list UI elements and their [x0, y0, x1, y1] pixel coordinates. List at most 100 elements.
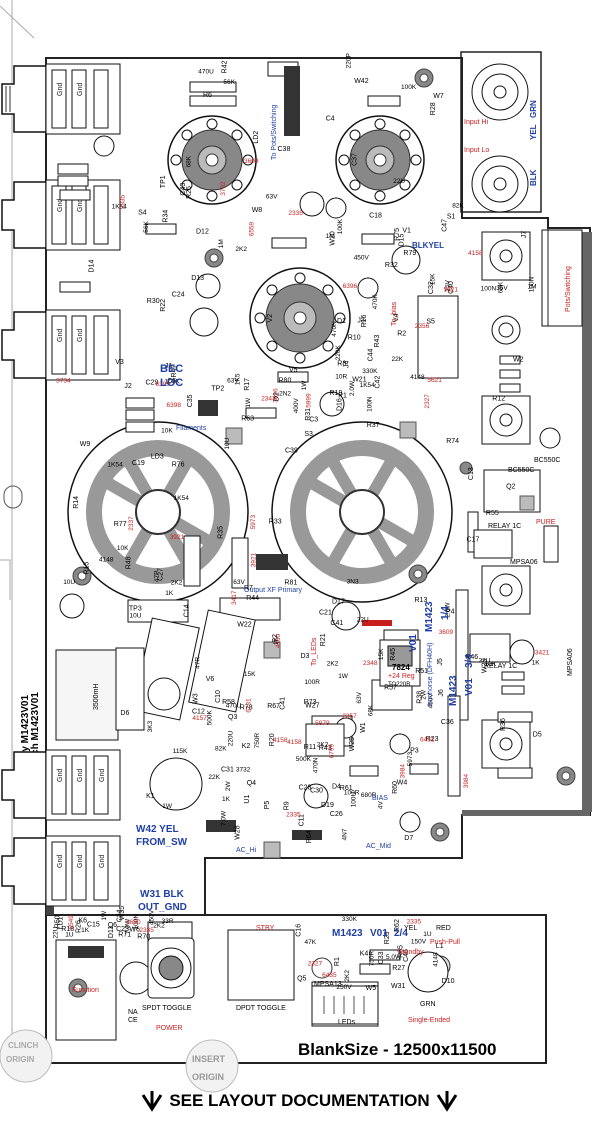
resistor-ref-label: R71: [118, 932, 131, 939]
input-jacks: [471, 63, 529, 213]
part-code-label: 5999: [306, 393, 313, 408]
part-code-label: 6399: [156, 381, 171, 388]
resistor-ref-label: R8: [337, 360, 346, 367]
component-value-label: 100K: [337, 218, 344, 234]
ironhorse-label: Ironhorse (DFH40H): [427, 643, 434, 706]
resistor-ref-label: R73: [304, 699, 317, 706]
resistor-ref-label: R37: [367, 422, 380, 429]
component-value-label: 56K: [143, 220, 150, 232]
w31-label: W31 BLK: [140, 889, 185, 900]
resistor-ref-label: R1: [334, 957, 341, 966]
component-tag-label: D2: [274, 392, 281, 401]
resistor-ref-label: R20: [269, 733, 276, 746]
component-value-label: 1K5: [235, 373, 242, 385]
component-value-label: 330K: [342, 916, 358, 923]
blk-yel-label: BLKYEL: [412, 241, 444, 250]
resistor-ref-label: R45: [390, 648, 397, 661]
component-value-label: 5973: [407, 752, 414, 767]
toggle-switches: [147, 929, 449, 1025]
component-tag-label: W3: [193, 693, 200, 704]
component-value-label: 10U: [130, 613, 142, 620]
component-value-label: 470N: [313, 757, 320, 773]
blk-label: BLK: [529, 169, 538, 186]
part-code-label: 3984: [399, 764, 406, 779]
component-tag-label: K1: [146, 793, 155, 800]
reg-7824-label: 7824: [392, 663, 410, 672]
part-code-label: 2343: [261, 395, 276, 402]
resistor-ref-label: R30: [147, 298, 160, 305]
component-value-label: 500K: [207, 710, 214, 726]
resistor-ref-label: R57: [384, 685, 397, 692]
part-code-label: 2327: [424, 394, 431, 409]
spdt-label: SPDT TOGGLE: [142, 1005, 192, 1012]
component-tag-label: LD1: [57, 916, 64, 929]
resistor-ref-label: R29: [384, 931, 391, 944]
resistor-ref-label: R42: [222, 60, 229, 73]
mpsa13-label: MPSA13: [314, 981, 342, 988]
inductor-value: 3500mH: [93, 684, 100, 710]
svg-text:Gnd: Gnd: [77, 329, 84, 342]
component-tag-label: D11: [108, 926, 115, 938]
part-code-label: 3417: [231, 590, 238, 605]
capacitor-ref-label: C42: [374, 376, 381, 389]
component-value-label: 2K2: [171, 580, 183, 587]
component-tag-label: W2: [513, 356, 524, 363]
component-tag-label: V3: [115, 359, 124, 366]
component-tag-label: W4: [397, 780, 408, 787]
output-xf-label: Output XF Primary: [244, 587, 302, 594]
model-label: 1/4: [440, 606, 451, 620]
component-value-label: 1K54: [360, 382, 376, 389]
component-value-label: 100N: [366, 396, 373, 412]
component-tag-label: V6: [206, 676, 215, 683]
component-value-label: 115K: [173, 748, 188, 755]
to-bias-label: To_bias: [391, 301, 398, 326]
capacitor-ref-label: C11: [299, 814, 306, 826]
component-value-label: 1K: [222, 796, 231, 803]
component-value-label: 750R: [369, 951, 376, 967]
component-tag-label: D14: [89, 260, 96, 273]
component-value-label: 1K: [273, 636, 280, 645]
resistor-ref-label: R13: [415, 597, 428, 604]
component-value-label: 220K: [335, 344, 342, 360]
component-value-label: 4V: [378, 800, 385, 809]
part-code-label: 6435: [322, 972, 337, 979]
capacitor-ref-label: C23: [116, 926, 129, 933]
component-value-label: 680R: [361, 792, 377, 799]
resistor-ref-label: R15: [84, 562, 91, 575]
capacitor-ref-label: C40: [448, 281, 455, 294]
component-tag-label: W20: [329, 231, 336, 246]
single-ended-label: Single-Ended: [408, 1017, 450, 1024]
pots-switching-label: Pots/Switching: [565, 266, 572, 312]
component-value-label: 4148: [410, 374, 425, 381]
component-value-label: 10U: [63, 579, 75, 586]
to-pots-label: To Pots/Switching: [271, 105, 278, 160]
insert-origin-label: ORIGIN: [192, 1072, 224, 1082]
resistor-ref-label: R61: [340, 785, 353, 792]
component-tag-label: V1: [402, 228, 411, 235]
component-value-label: 68K: [497, 281, 504, 293]
ac-hi-label: AC_Hi: [236, 847, 257, 854]
capacitor-ref-label: C35: [187, 394, 194, 407]
part-code-label: 4158: [273, 737, 288, 744]
loc-label: LOC: [160, 377, 183, 389]
side-label-1: Pcb Mech M1423V01: [30, 692, 41, 790]
part-code-label: 3734: [56, 377, 71, 384]
component-value-label: 22U: [357, 616, 369, 623]
component-value-label: 2K2: [344, 970, 351, 982]
corner-mark: [46, 905, 54, 915]
svg-text:Gnd: Gnd: [57, 329, 64, 342]
component-value-label: 1K54: [107, 461, 123, 468]
part-code-label: 6559: [249, 221, 256, 236]
bec-label: BEC: [160, 363, 183, 375]
component-value-label: 82K: [452, 203, 464, 210]
out-gnd-label: OUT_GND: [138, 902, 187, 913]
leds-label: LEDs: [338, 1019, 356, 1026]
clinch-origin-marker: [0, 1029, 53, 1083]
resistor-ref-label: R7: [244, 585, 253, 592]
component-tag-label: K2: [242, 743, 251, 750]
component-tag-label: W27: [305, 703, 320, 710]
component-tag-label: W1: [360, 722, 367, 733]
component-tag-label: W22: [237, 622, 252, 629]
model-label: M1423: [332, 928, 363, 939]
